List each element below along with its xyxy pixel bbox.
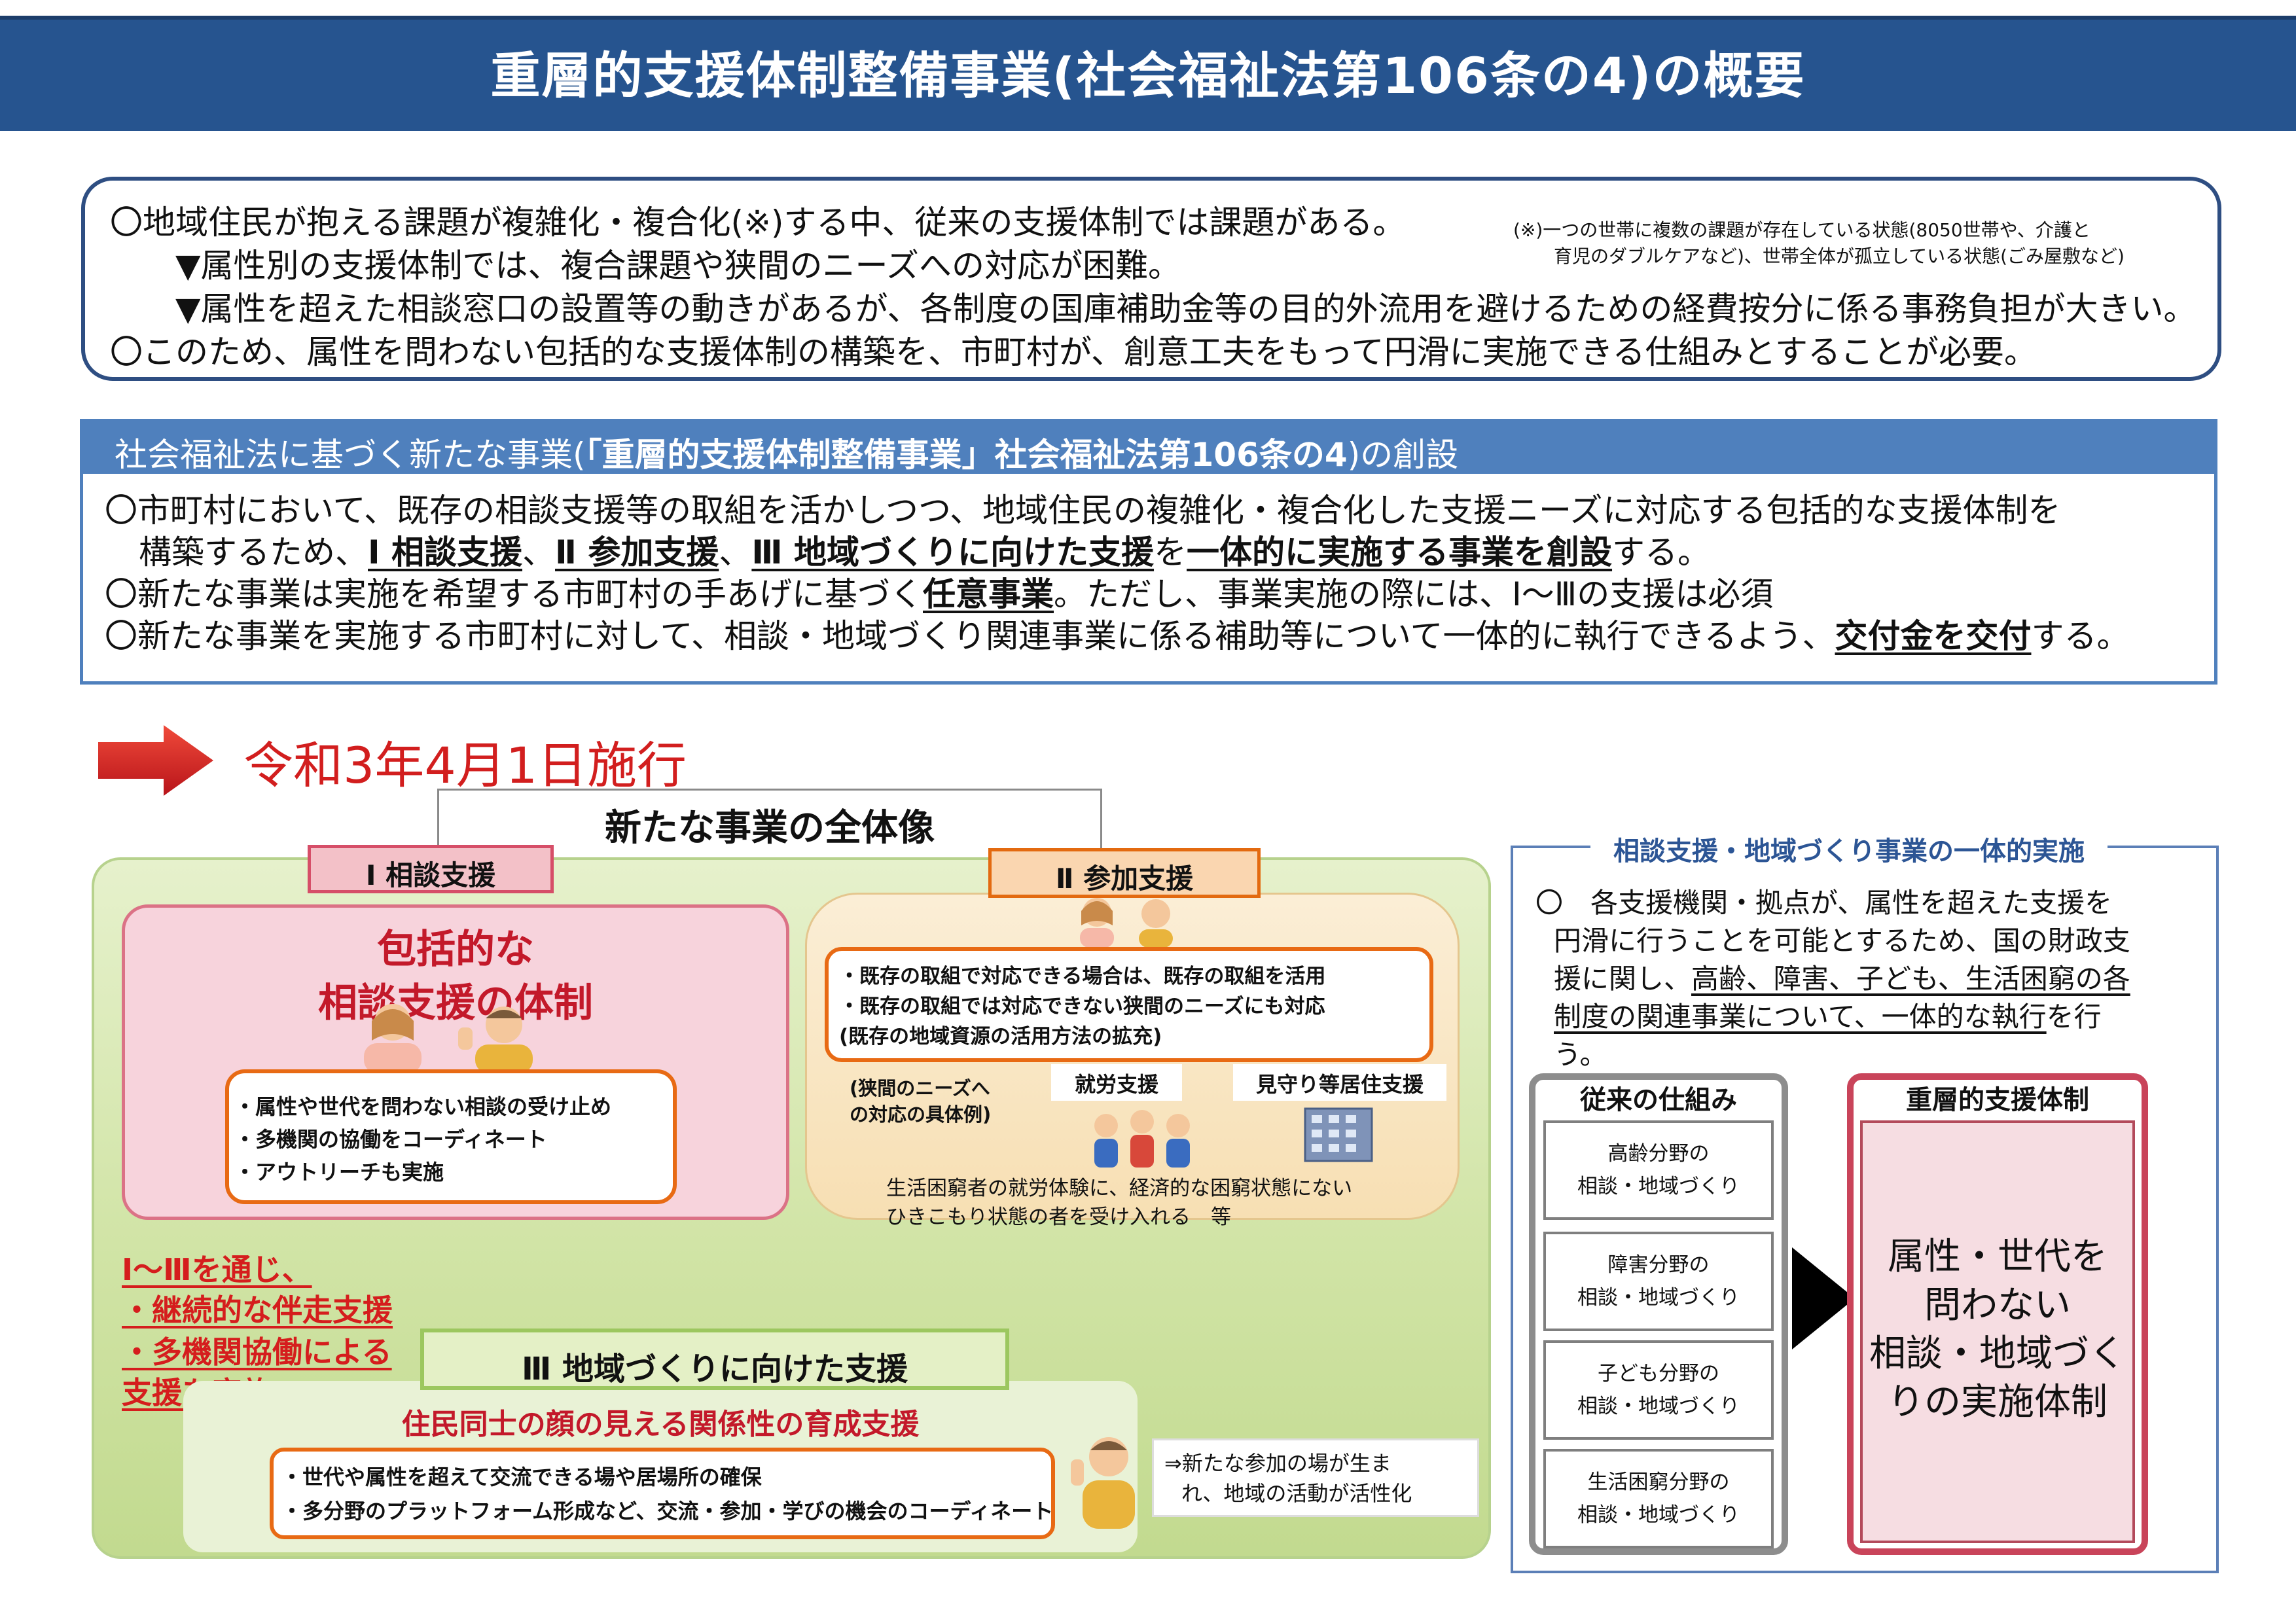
section-title: 社会福祉法に基づく新たな事業(「重層的支援体制整備事業」社会福祉法第106条の4… [115, 436, 1459, 474]
multilayer-system-title: 重層的支援体制 [1906, 1085, 2089, 1115]
multilayer-system-inner [1860, 1120, 2135, 1543]
red-text-1: Ⅰ～Ⅲを通じ、 [122, 1252, 312, 1287]
page-title: 重層的支援体制整備事業(社会福祉法第106条の4)の概要 [490, 46, 1806, 105]
participation-example-2: の対応の具体例) [850, 1103, 992, 1126]
section-line-3: 〇新たな事業は実施を希望する市町村の手あげに基づく任意事業。ただし、事業実施の際… [105, 575, 1774, 613]
people-participation-icon [1080, 898, 1173, 948]
community-note: ⇒新たな参加の場が生まれ、地域の活動が活性化 [1152, 1438, 1479, 1517]
integrated-implementation-title: 相談支援・地域づくり事業の一体的実施 [1590, 830, 2108, 866]
residential-support-box: 見守り等居住支援 [1233, 1064, 1446, 1101]
consult-item-2: ・多機関の協働をコーディネート [234, 1127, 547, 1152]
conventional-item-elderly: 高齢分野の相談・地域づくり [1543, 1120, 1774, 1220]
community-title: 住民同士の顔の見える関係性の育成支援 [401, 1408, 920, 1441]
tab-consultation-support: Ⅰ 相談支援 [308, 845, 554, 893]
panel-line-2: 円滑に行うことを可能とするため、国の財政支 [1554, 925, 2130, 957]
right-arrow-icon [98, 725, 213, 796]
participation-items-box [825, 947, 1433, 1062]
people-consult-icon [364, 1004, 533, 1073]
section-title-bar [80, 419, 2217, 474]
employment-support-box: 就労支援 [1051, 1064, 1182, 1101]
header-bar [0, 16, 2296, 131]
intro-line-2: ▼属性別の支援体制では、複合課題や狭間のニーズへの対応が困難。 [175, 247, 1181, 285]
participation-example-1: (狭間のニーズへ [850, 1077, 990, 1099]
conventional-item-poverty: 生活困窮分野の相談・地域づくり [1543, 1449, 1774, 1548]
apartment-building-icon [1304, 1107, 1373, 1162]
tab-participation-support: Ⅱ 参加支援 [988, 848, 1261, 898]
community-item-1: ・世代や属性を超えて交流できる場や居場所の確保 [281, 1465, 762, 1489]
participation-desc-2: ひきこもり状態の者を受け入れる 等 [886, 1205, 1231, 1229]
conventional-item-children: 子ども分野の相談・地域づくり [1543, 1340, 1774, 1440]
conventional-item-disability: 障害分野の相談・地域づくり [1543, 1232, 1774, 1331]
section-line-4: 〇新たな事業を実施する市町村に対して、相談・地域づくり関連事業に係る補助等につい… [105, 617, 2130, 655]
intro-line-4: 〇このため、属性を問わない包括的な支援体制の構築を、市町村が、創意工夫をもって円… [110, 333, 2037, 371]
person-icon [1071, 1437, 1135, 1529]
participation-item-3: (既存の地域資源の活用方法の拡充) [839, 1025, 1162, 1048]
consultation-title: 包括的な相談支援の体制 [318, 927, 593, 1026]
panel-line-4: 制度の関連事業について、一体的な執行を行 [1554, 1001, 2102, 1033]
panel-line-3: 援に関し、高齢、障害、子ども、生活困窮の各 [1554, 963, 2130, 995]
red-text-3: ・多機関協働による [122, 1334, 392, 1370]
participation-item-1: ・既存の取組で対応できる場合は、既存の取組を活用 [839, 965, 1326, 988]
intro-note-2: 育児のダブルケアなど)、世帯全体が孤立している状態(ごみ屋敷など) [1554, 245, 2125, 267]
workers-icon [1094, 1110, 1190, 1168]
intro-note-1: (※)一つの世帯に複数の課題が存在している状態(8050世帯や、介護と [1513, 219, 2090, 241]
section-line-1: 〇市町村において、既存の相談支援等の取組を活かしつつ、地域住民の複雑化・複合化し… [105, 491, 2061, 529]
enforcement-date: 令和3年4月1日施行 [243, 736, 687, 794]
panel-line-5: う。 [1554, 1039, 1607, 1071]
overview-title: 新たな事業の全体像 [605, 807, 935, 849]
consult-item-1: ・属性や世代を問わない相談の受け止め [234, 1094, 612, 1119]
community-item-2: ・多分野のプラットフォーム形成など、交流・参加・学びの機会のコーディネート [281, 1499, 1054, 1524]
intro-box [81, 177, 2221, 381]
participation-item-2: ・既存の取組では対応できない狭間のニーズにも対応 [839, 995, 1325, 1018]
consultation-items-box [225, 1069, 677, 1204]
panel-line-1: 〇 各支援機関・拠点が、属性を超えた支援を [1535, 887, 2113, 919]
section-box [80, 473, 2217, 685]
intro-line-3: ▼属性を超えた相談窓口の設置等の動きがあるが、各制度の国庫補助金等の目的外流用を… [175, 290, 2197, 328]
red-text-2: ・継続的な伴走支援 [122, 1293, 393, 1328]
conventional-system-title: 従来の仕組み [1580, 1085, 1737, 1115]
section-line-2: 構築するため、Ⅰ 相談支援、Ⅱ 参加支援、Ⅲ 地域づくりに向けた支援を一体的に実… [139, 533, 1711, 571]
consult-item-3: ・アウトリーチも実施 [234, 1160, 444, 1185]
triangle-arrow-icon [1792, 1247, 1855, 1349]
community-items-box [270, 1448, 1055, 1539]
tab-community-support: Ⅲ 地域づくりに向けた支援 [420, 1329, 1009, 1390]
multilayer-system-text: 属性・世代を 問わない 相談・地域づく りの実施体制 [1869, 1236, 2126, 1423]
participation-desc-1: 生活困窮者の就労体験に、経済的な困窮状態にない [886, 1177, 1353, 1200]
intro-line-1: 〇地域住民が抱える課題が複雑化・複合化(※)する中、従来の支援体制では課題がある… [110, 204, 1406, 241]
